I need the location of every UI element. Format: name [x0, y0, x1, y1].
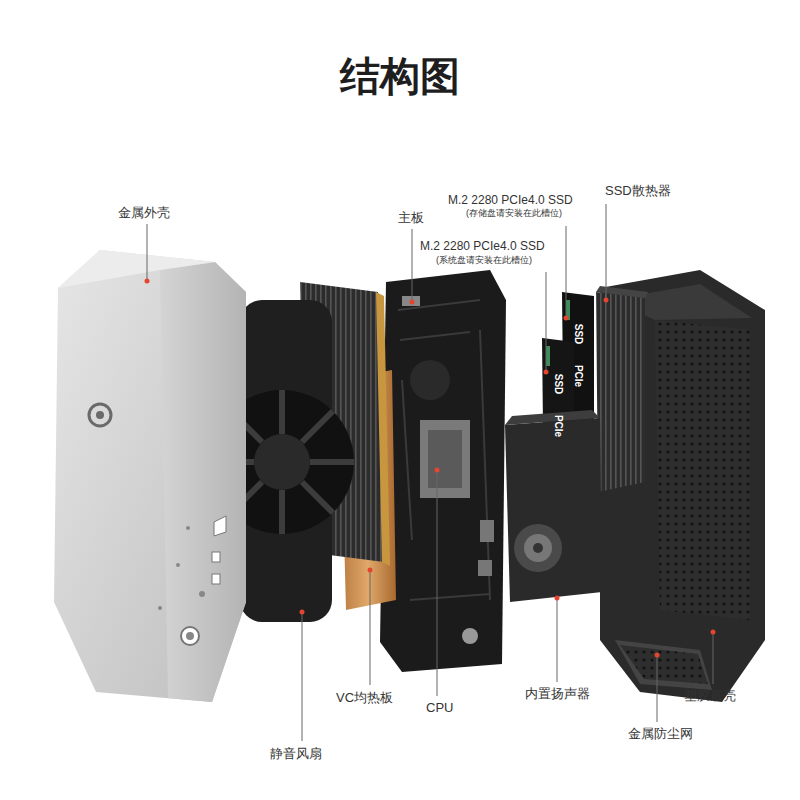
ssd-system — [546, 346, 550, 366]
leader-dots — [368, 568, 373, 573]
leader-dots — [655, 653, 660, 658]
dust-mesh — [620, 645, 708, 684]
speaker — [505, 410, 602, 602]
metal-case — [176, 563, 180, 567]
leader-lines — [657, 655, 658, 722]
motherboard — [410, 360, 450, 400]
speaker — [514, 524, 562, 572]
sticker-text: SSD — [552, 374, 564, 395]
cpu — [428, 430, 462, 488]
part-label: M.2 2280 PCIe4.0 SSD — [448, 193, 573, 207]
speaker — [524, 534, 552, 562]
leader-lines — [713, 632, 714, 684]
metal-case — [214, 516, 226, 536]
leader-lines — [557, 598, 558, 682]
leader-lines — [302, 612, 303, 741]
dust-mesh — [615, 640, 712, 690]
leader-dots — [544, 370, 549, 375]
leader-lines — [566, 226, 567, 318]
leader-dots — [555, 596, 560, 601]
ssd-heatsink — [596, 286, 648, 298]
leader-lines — [147, 204, 713, 741]
metal-case — [160, 262, 246, 702]
metal-case — [54, 250, 246, 702]
motherboard — [398, 300, 490, 600]
motherboard — [478, 560, 492, 576]
leader-dots — [410, 300, 415, 305]
motherboard — [402, 296, 420, 306]
metal-case — [54, 250, 246, 702]
metal-case — [199, 591, 205, 597]
leader-dots — [435, 468, 440, 473]
speaker — [533, 543, 543, 553]
fan — [254, 434, 310, 490]
leader-lines — [606, 204, 607, 300]
ssd-heatsink — [596, 286, 648, 492]
sticker-text: PCIe — [572, 365, 584, 387]
metal-case — [186, 632, 194, 640]
part-label: (存储盘请安装在此槽位) — [466, 208, 562, 219]
part-label: 静音风扇 — [270, 746, 322, 762]
part-label: M.2 2280 PCIe4.0 SSD — [420, 239, 545, 253]
dust-mesh — [615, 640, 712, 690]
speaker — [505, 418, 602, 602]
metal-case — [181, 627, 199, 645]
leader-lines — [546, 272, 547, 372]
part-label: 内置扬声器 — [525, 686, 590, 702]
metal-case — [212, 574, 220, 584]
leader-dots — [564, 316, 569, 321]
part-label: 金属外壳 — [118, 205, 170, 221]
motherboard — [380, 270, 506, 672]
leader-dots — [145, 279, 150, 284]
metal-case — [58, 250, 215, 288]
metal-case — [89, 404, 111, 426]
leader-dots — [604, 298, 609, 303]
leader-dots — [711, 630, 716, 635]
part-label: VC均热板 — [336, 690, 393, 706]
cpu — [420, 420, 470, 498]
heatsink-fins — [376, 292, 390, 566]
speaker — [505, 410, 600, 425]
leader-dots — [145, 279, 716, 658]
sticker-text: SSD — [572, 324, 584, 345]
leader-lines — [412, 229, 413, 302]
sticker-text: PCIe — [552, 415, 564, 437]
motherboard — [480, 520, 494, 542]
leader-lines — [147, 224, 148, 281]
part-label: 金属防尘网 — [628, 726, 693, 742]
leader-dots — [300, 610, 305, 615]
bottom-shell — [655, 320, 750, 620]
metal-case — [212, 552, 220, 562]
part-label: SSD散热器 — [605, 183, 671, 199]
part-label: 主板 — [398, 210, 424, 226]
part-label: CPU — [426, 700, 453, 716]
page-title: 结构图 — [0, 52, 800, 100]
metal-case — [186, 526, 190, 530]
ssd-heatsink — [596, 292, 645, 492]
leader-lines — [370, 570, 371, 685]
motherboard — [462, 628, 478, 644]
motherboard — [380, 270, 506, 672]
metal-case — [158, 606, 162, 610]
part-label: (系统盘请安装在此槽位) — [436, 255, 532, 266]
cpu — [420, 420, 470, 498]
metal-case — [96, 411, 104, 419]
part-label: 塑胶底壳 — [684, 688, 736, 704]
leader-lines — [437, 470, 438, 696]
